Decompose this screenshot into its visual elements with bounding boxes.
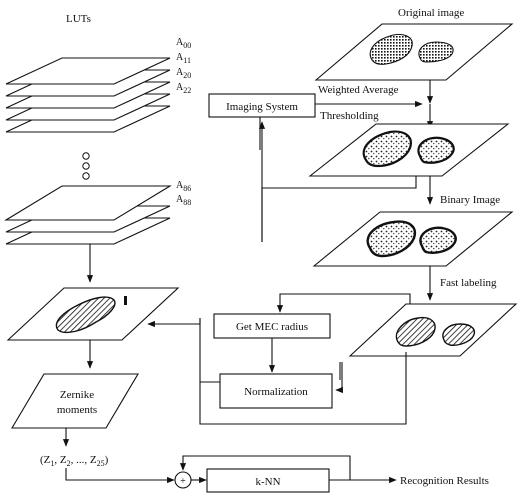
original-image-plane — [316, 24, 512, 80]
feature-vector-label: (Z1, Z2, ..., Z25) — [40, 454, 109, 468]
luts-title: LUTs — [66, 13, 91, 25]
arrow-labeled-to-mec — [280, 294, 410, 312]
knn-label: k-NN — [255, 476, 280, 488]
arrow-labeled-to-normalization — [336, 362, 342, 390]
zernike-line1: Zernike — [60, 389, 94, 401]
lut-label-a00: A00 — [176, 37, 191, 50]
original-image-label: Original image — [398, 7, 464, 19]
arrow-vector-to-sum — [66, 468, 174, 480]
imaging-system-label: Imaging System — [226, 101, 298, 113]
fast-labeling-label: Fast labeling — [440, 277, 497, 289]
zernike-moments-box — [12, 374, 138, 428]
lut-label-a88: A88 — [176, 194, 191, 207]
recognition-results-label: Recognition Results — [400, 475, 489, 487]
sum-symbol: + — [180, 476, 186, 487]
lut-label-a22: A22 — [176, 82, 191, 95]
normalization-label: Normalization — [244, 386, 308, 398]
normalized-object-fragment — [124, 296, 127, 305]
lut-stack-top — [6, 58, 170, 132]
lut-label-a20: A20 — [176, 67, 191, 80]
thresholding-label: Thresholding — [320, 110, 379, 122]
lut-label-a11: A11 — [176, 52, 191, 65]
binary-image-label: Binary Image — [440, 194, 500, 206]
weighted-average-label: Weighted Average — [318, 84, 399, 96]
arrow-to-normalized-image — [148, 318, 200, 324]
continuation-dots — [83, 153, 89, 179]
lut-label-a86: A86 — [176, 180, 191, 193]
lut-stack-bottom — [6, 186, 170, 244]
get-mec-radius-label: Get MEC radius — [236, 321, 308, 333]
zernike-line2: moments — [57, 404, 97, 416]
